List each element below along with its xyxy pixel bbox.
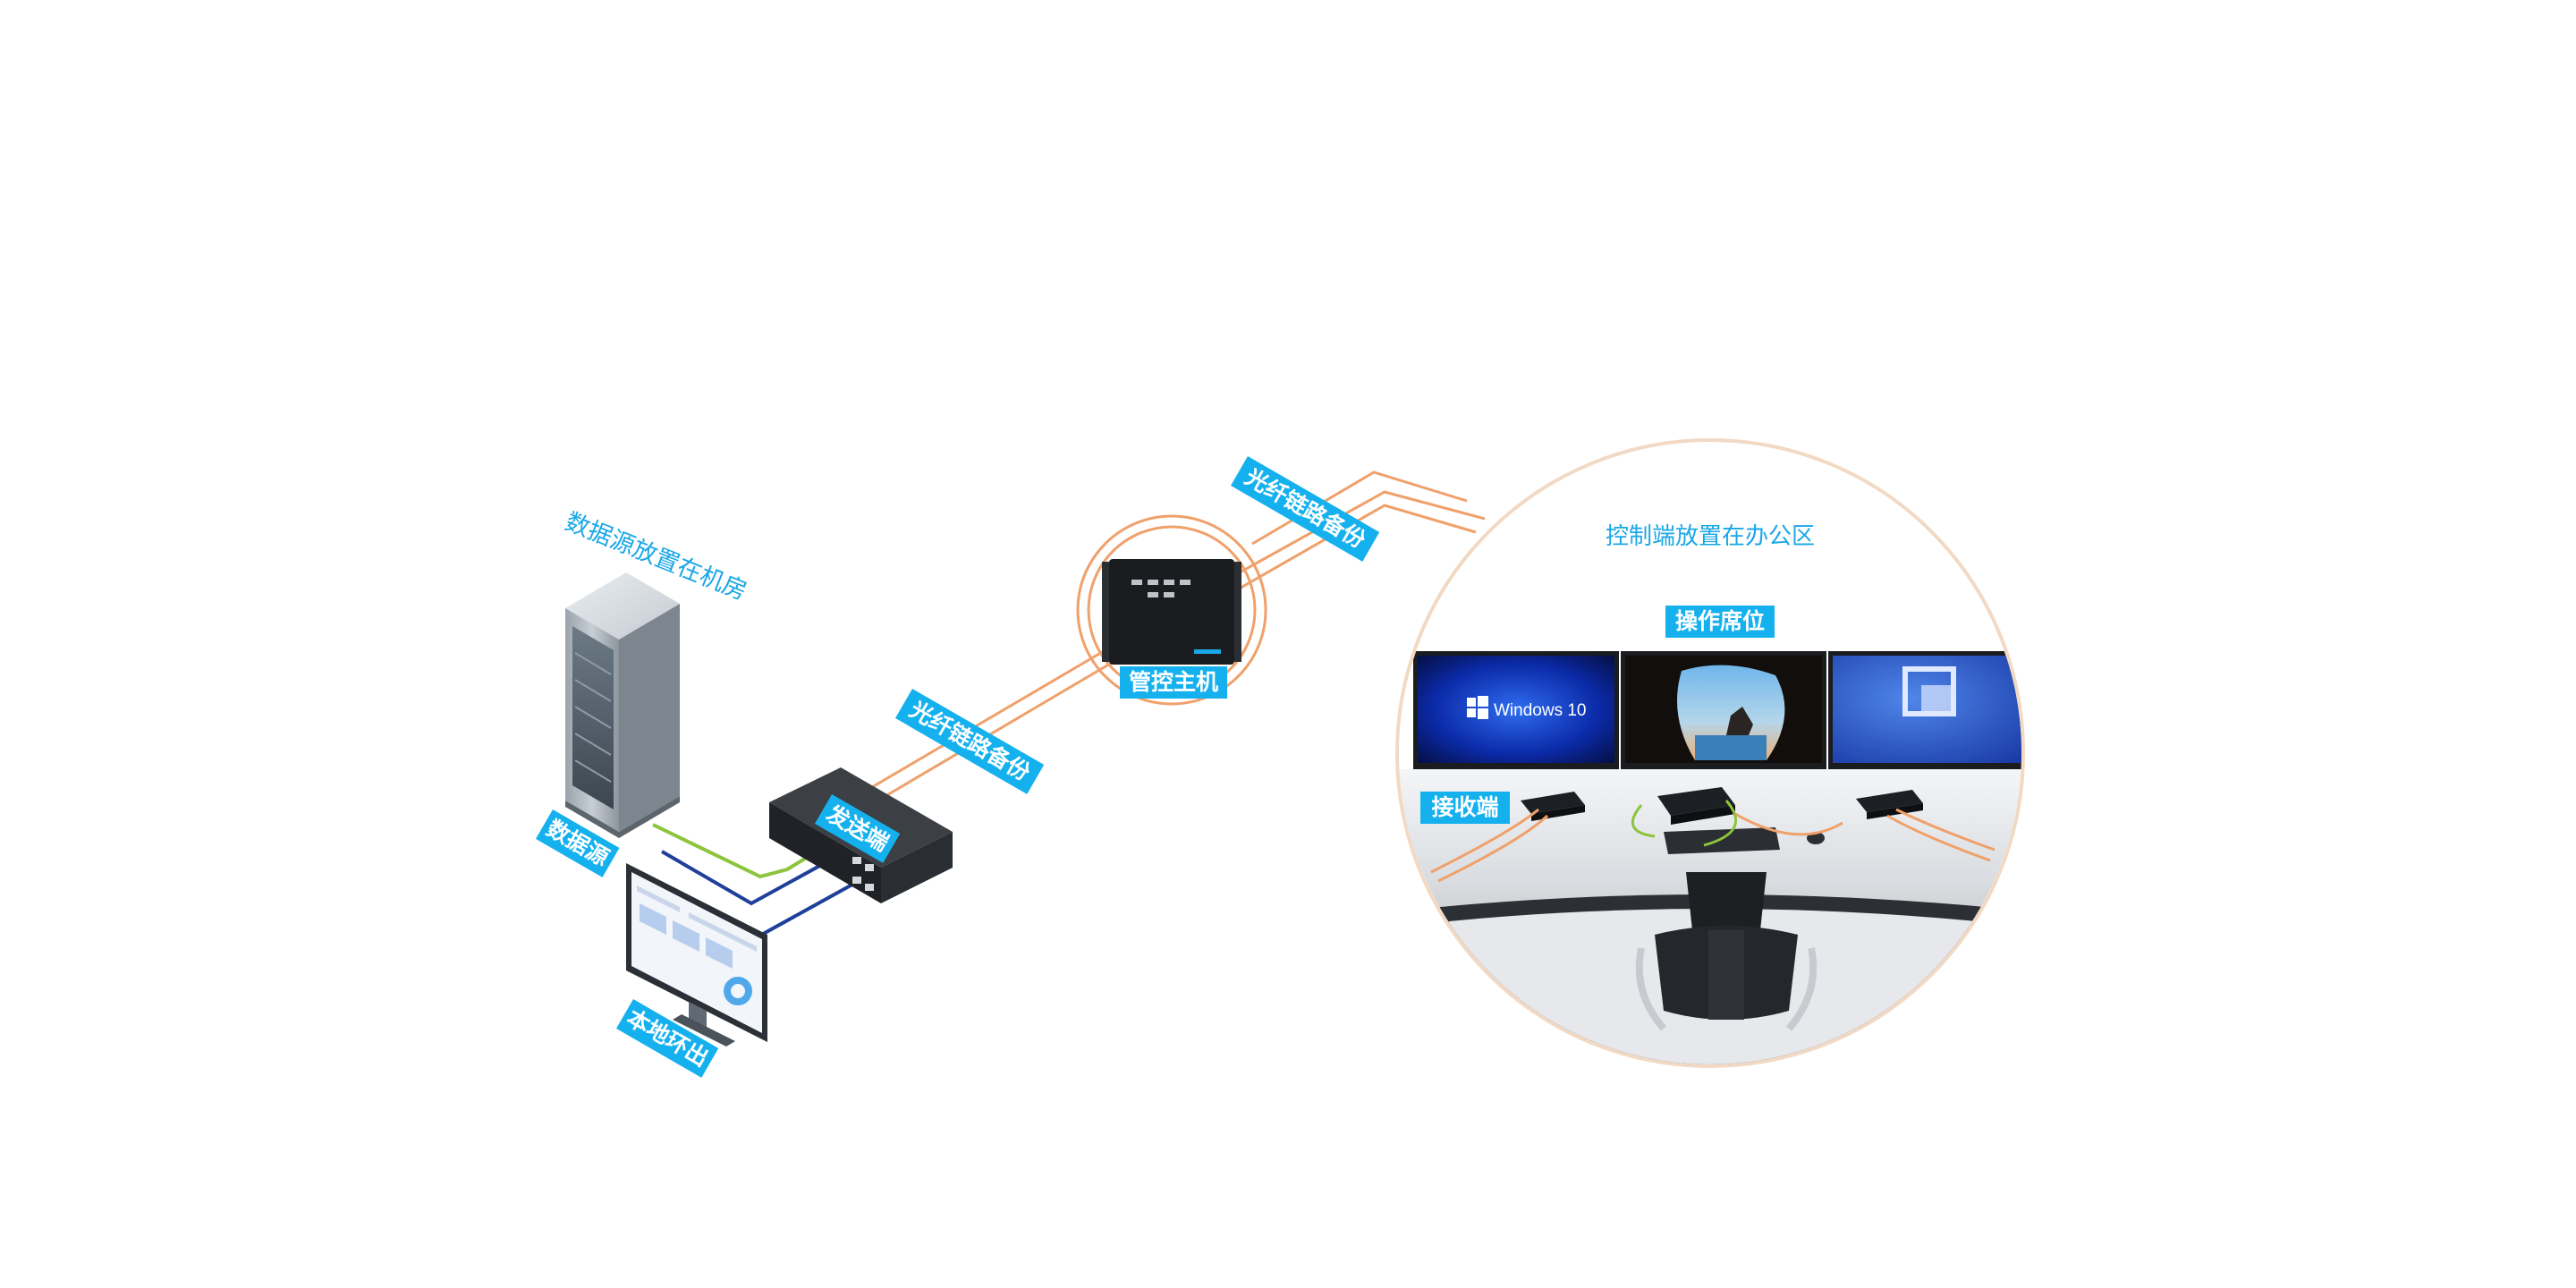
office-cables: [1430, 808, 1996, 883]
svg-text:接收端: 接收端: [1431, 794, 1498, 820]
office-area-caption: 控制端放置在办公区: [1606, 523, 1815, 550]
monitor-center: [1621, 651, 1826, 769]
fiber-backup-tag-2: 光纤链路备份: [1231, 456, 1380, 562]
operator-seat-tag: 操作席位: [1665, 606, 1775, 638]
svg-text:管控主机: 管控主机: [1129, 669, 1218, 695]
office-chair: [1635, 872, 1818, 1031]
control-host-tag: 管控主机: [1120, 666, 1227, 699]
windows-logo-icon: [1467, 696, 1488, 719]
monitor-left: Windows 10: [1413, 651, 1619, 769]
local-monitor: [626, 863, 767, 1046]
svg-text:操作席位: 操作席位: [1675, 608, 1765, 634]
server-rack: [565, 572, 680, 838]
windows-version-text: Windows 10: [1494, 701, 1587, 720]
office-area: Windows 10: [1395, 438, 2025, 1068]
monitor-right: [1828, 651, 2021, 769]
receiver-devices: [1521, 787, 1923, 854]
receiver-tag: 接收端: [1420, 792, 1510, 824]
green-cable: [1631, 800, 1737, 847]
